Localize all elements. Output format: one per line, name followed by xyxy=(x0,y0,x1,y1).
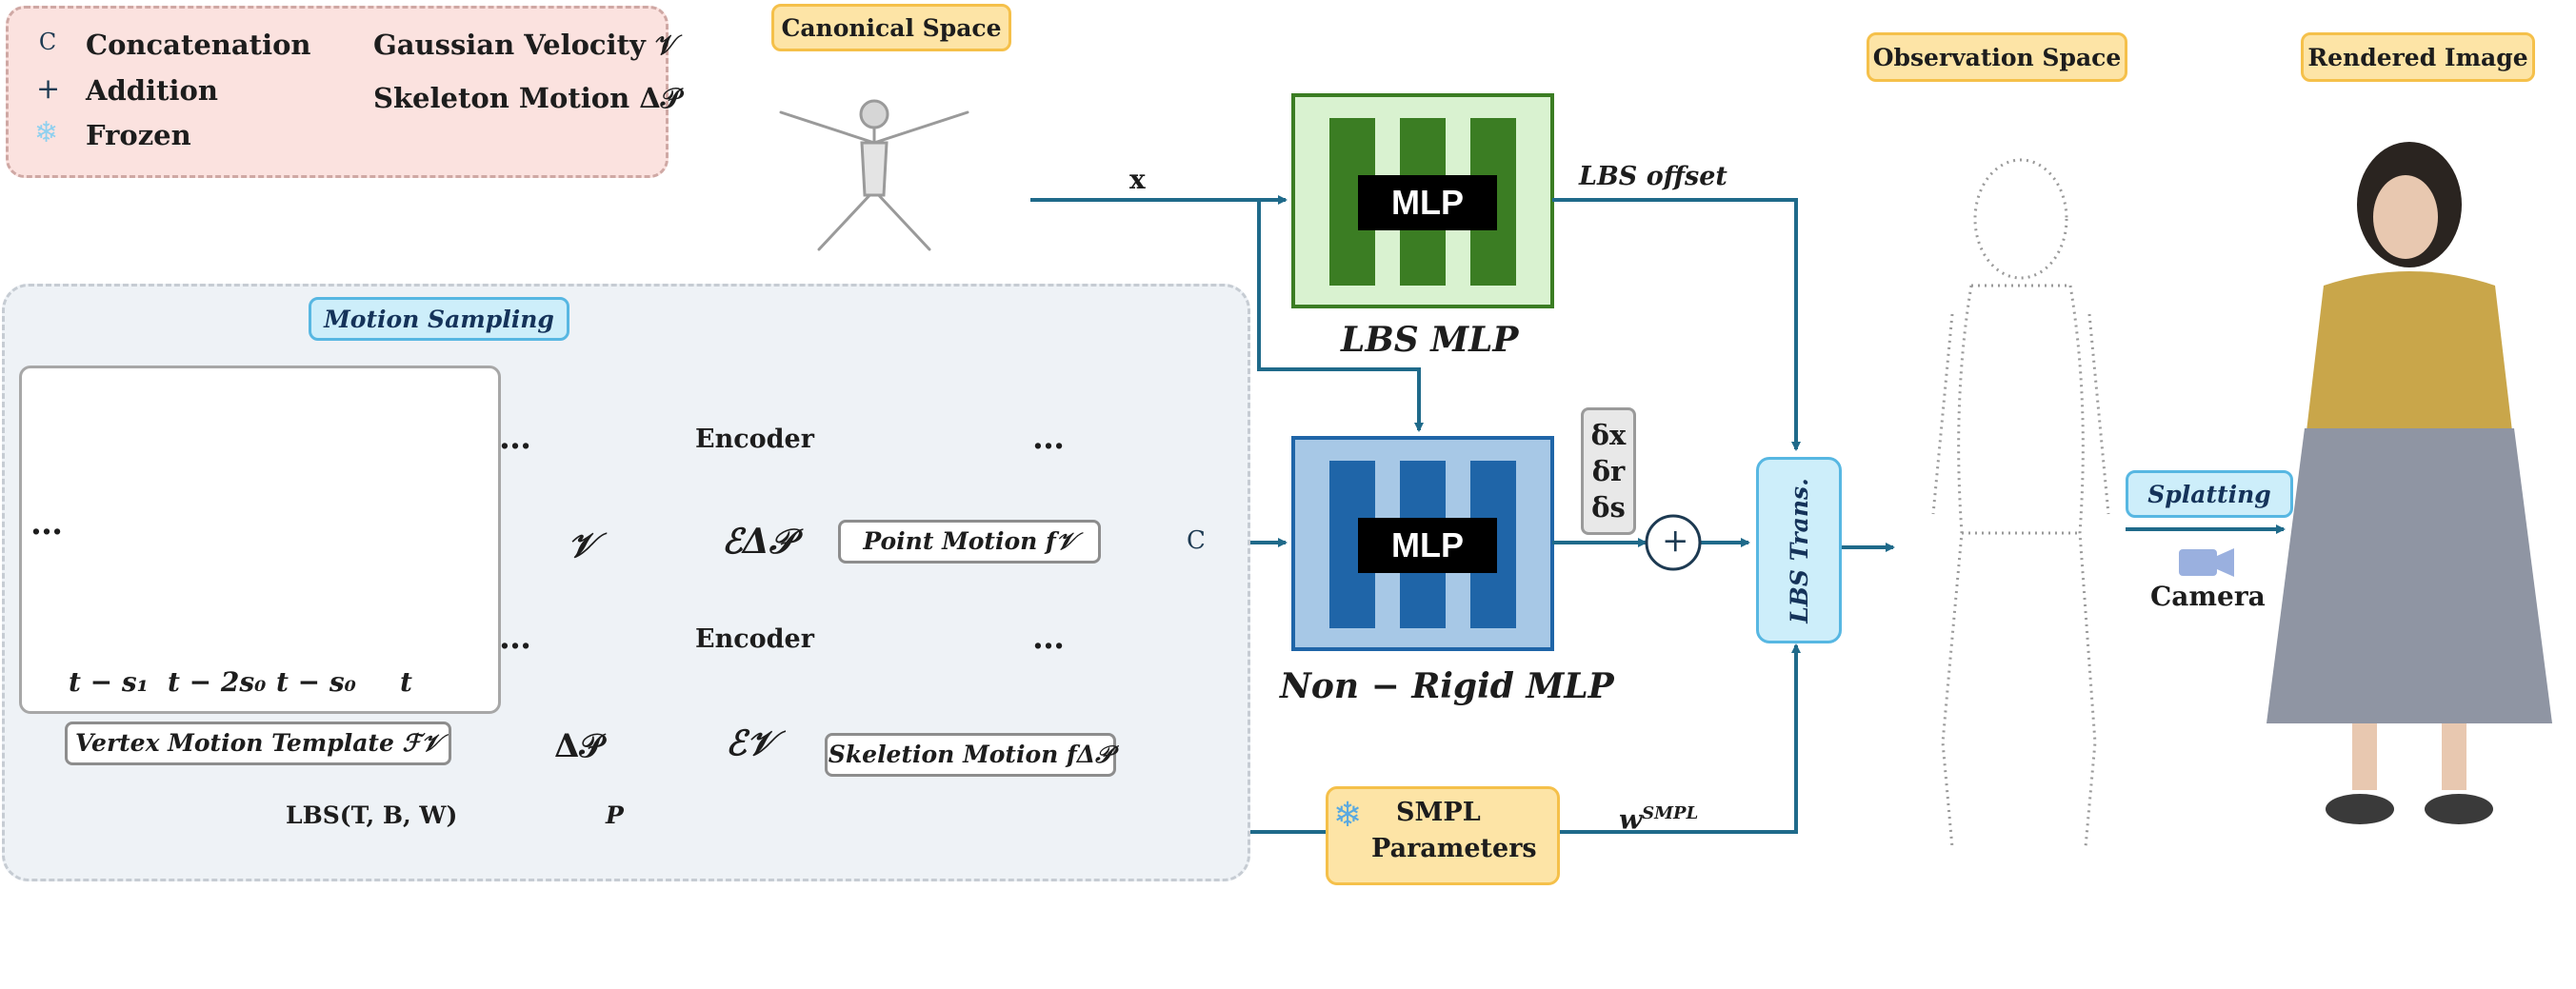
non-rigid-mlp-text: MLP xyxy=(1358,518,1497,573)
camera-label: Camera xyxy=(2150,581,2266,612)
camera-icon xyxy=(2179,548,2234,577)
legend-frozen: Frozen xyxy=(86,119,191,151)
x-input-label: x xyxy=(1129,164,1146,195)
rendered-person-figure xyxy=(2266,142,2552,824)
smpl-label-2: Parameters xyxy=(1371,834,1537,863)
legend xyxy=(6,6,669,178)
lbs-mlp-label: LBS MLP xyxy=(1341,320,1519,360)
snowflake-icon: ❄ xyxy=(34,116,59,149)
splatting-tag: Splatting xyxy=(2126,470,2293,518)
encoder-v-symbol: ℰ𝒱 xyxy=(726,723,775,763)
legend-concat-symbol: C xyxy=(38,29,57,55)
delta-box: δx δr δs xyxy=(1581,407,1636,535)
canonical-figure xyxy=(779,99,969,251)
time-label-1: t − s₁ xyxy=(69,666,149,698)
smpl-parameters-box xyxy=(1326,786,1560,885)
gaussian-ellipsis: … xyxy=(499,419,531,457)
encoder-bottom-label: Encoder xyxy=(695,624,814,654)
lbs-trans-label: LBS Trans. xyxy=(1785,477,1813,623)
w-smpl-superscript: SMPL xyxy=(1642,803,1699,823)
delta-x: δx xyxy=(1590,419,1627,451)
canonical-space-tag: Canonical Space xyxy=(771,4,1011,51)
legend-addition: Addition xyxy=(86,74,218,107)
skeleton-motion-feature-tag: Skeletion Motion fΔ𝒫 xyxy=(825,733,1116,777)
legend-add-symbol: + xyxy=(36,72,61,106)
skeleton-ellipsis: … xyxy=(499,619,531,657)
lbs-formula: LBS(T, B, W) xyxy=(286,801,458,829)
non-rigid-mlp-label: Non − Rigid MLP xyxy=(1280,666,1614,706)
add-node-label: + xyxy=(1662,522,1689,560)
skeleton-motion-ellipsis: … xyxy=(1032,619,1065,657)
p-label: P xyxy=(606,801,624,829)
left-ellipsis: … xyxy=(30,504,63,543)
delta-r: δr xyxy=(1591,455,1626,487)
dp-symbol: Δ𝒫 xyxy=(554,727,603,765)
add-node xyxy=(1645,514,1702,571)
time-label-3: t − s₀ xyxy=(276,666,356,698)
lbs-trans-box: LBS Trans. xyxy=(1756,457,1842,643)
encoder-dp-symbol: ℰΔ𝒫 xyxy=(722,522,794,562)
time-label-2: t − 2s₀ xyxy=(168,666,267,698)
rendered-image-tag: Rendered Image xyxy=(2301,32,2535,82)
time-label-4: t xyxy=(400,666,412,698)
point-motion-tag: Point Motion f𝒱 xyxy=(838,520,1101,564)
v-symbol: 𝒱 xyxy=(568,525,596,565)
legend-skeleton-motion: Skeleton Motion Δ𝒫 xyxy=(373,82,681,114)
lbs-offset-label: LBS offset xyxy=(1579,162,1727,191)
lbs-mlp-text: MLP xyxy=(1358,175,1497,230)
delta-s: δs xyxy=(1591,491,1626,524)
observation-space-tag: Observation Space xyxy=(1867,32,2127,82)
encoder-top-label: Encoder xyxy=(695,425,814,454)
observation-figure xyxy=(1931,158,2110,848)
vertex-figures-box xyxy=(19,366,501,714)
w-smpl-label: wSMPL xyxy=(1619,803,1698,835)
legend-gaussian-velocity: Gaussian Velocity 𝒱 xyxy=(373,29,679,61)
motion-sampling-tag: Motion Sampling xyxy=(309,297,569,341)
point-motion-ellipsis: … xyxy=(1032,419,1065,457)
snowflake-icon: ❄ xyxy=(1333,796,1363,835)
w-smpl-base: w xyxy=(1619,803,1643,836)
legend-concatenation: Concatenation xyxy=(86,29,311,61)
smpl-label-1: SMPL xyxy=(1396,798,1481,827)
vertex-template-tag: Vertex Motion Template ℱ𝒱 xyxy=(65,722,451,765)
concat-node-label: C xyxy=(1187,526,1206,555)
